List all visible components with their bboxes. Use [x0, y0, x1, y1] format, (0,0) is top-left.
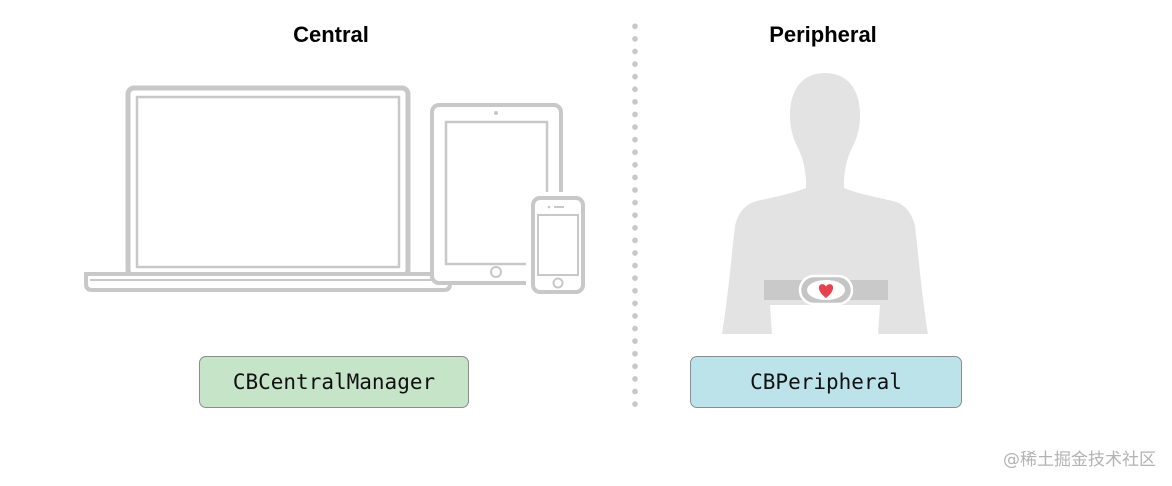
- phone-icon: [526, 192, 590, 296]
- laptop-icon: [84, 85, 452, 292]
- central-title: Central: [293, 22, 369, 47]
- watermark-text: @稀土掘金技术社区: [1003, 450, 1156, 470]
- cbcentralmanager-label: CBCentralManager: [199, 356, 469, 408]
- peripheral-title: Peripheral: [769, 22, 877, 47]
- dotted-divider: [632, 20, 638, 412]
- heart-icon: [818, 284, 834, 298]
- cbperipheral-label: CBPeripheral: [690, 356, 962, 408]
- heart-rate-monitor-icon: [722, 73, 928, 334]
